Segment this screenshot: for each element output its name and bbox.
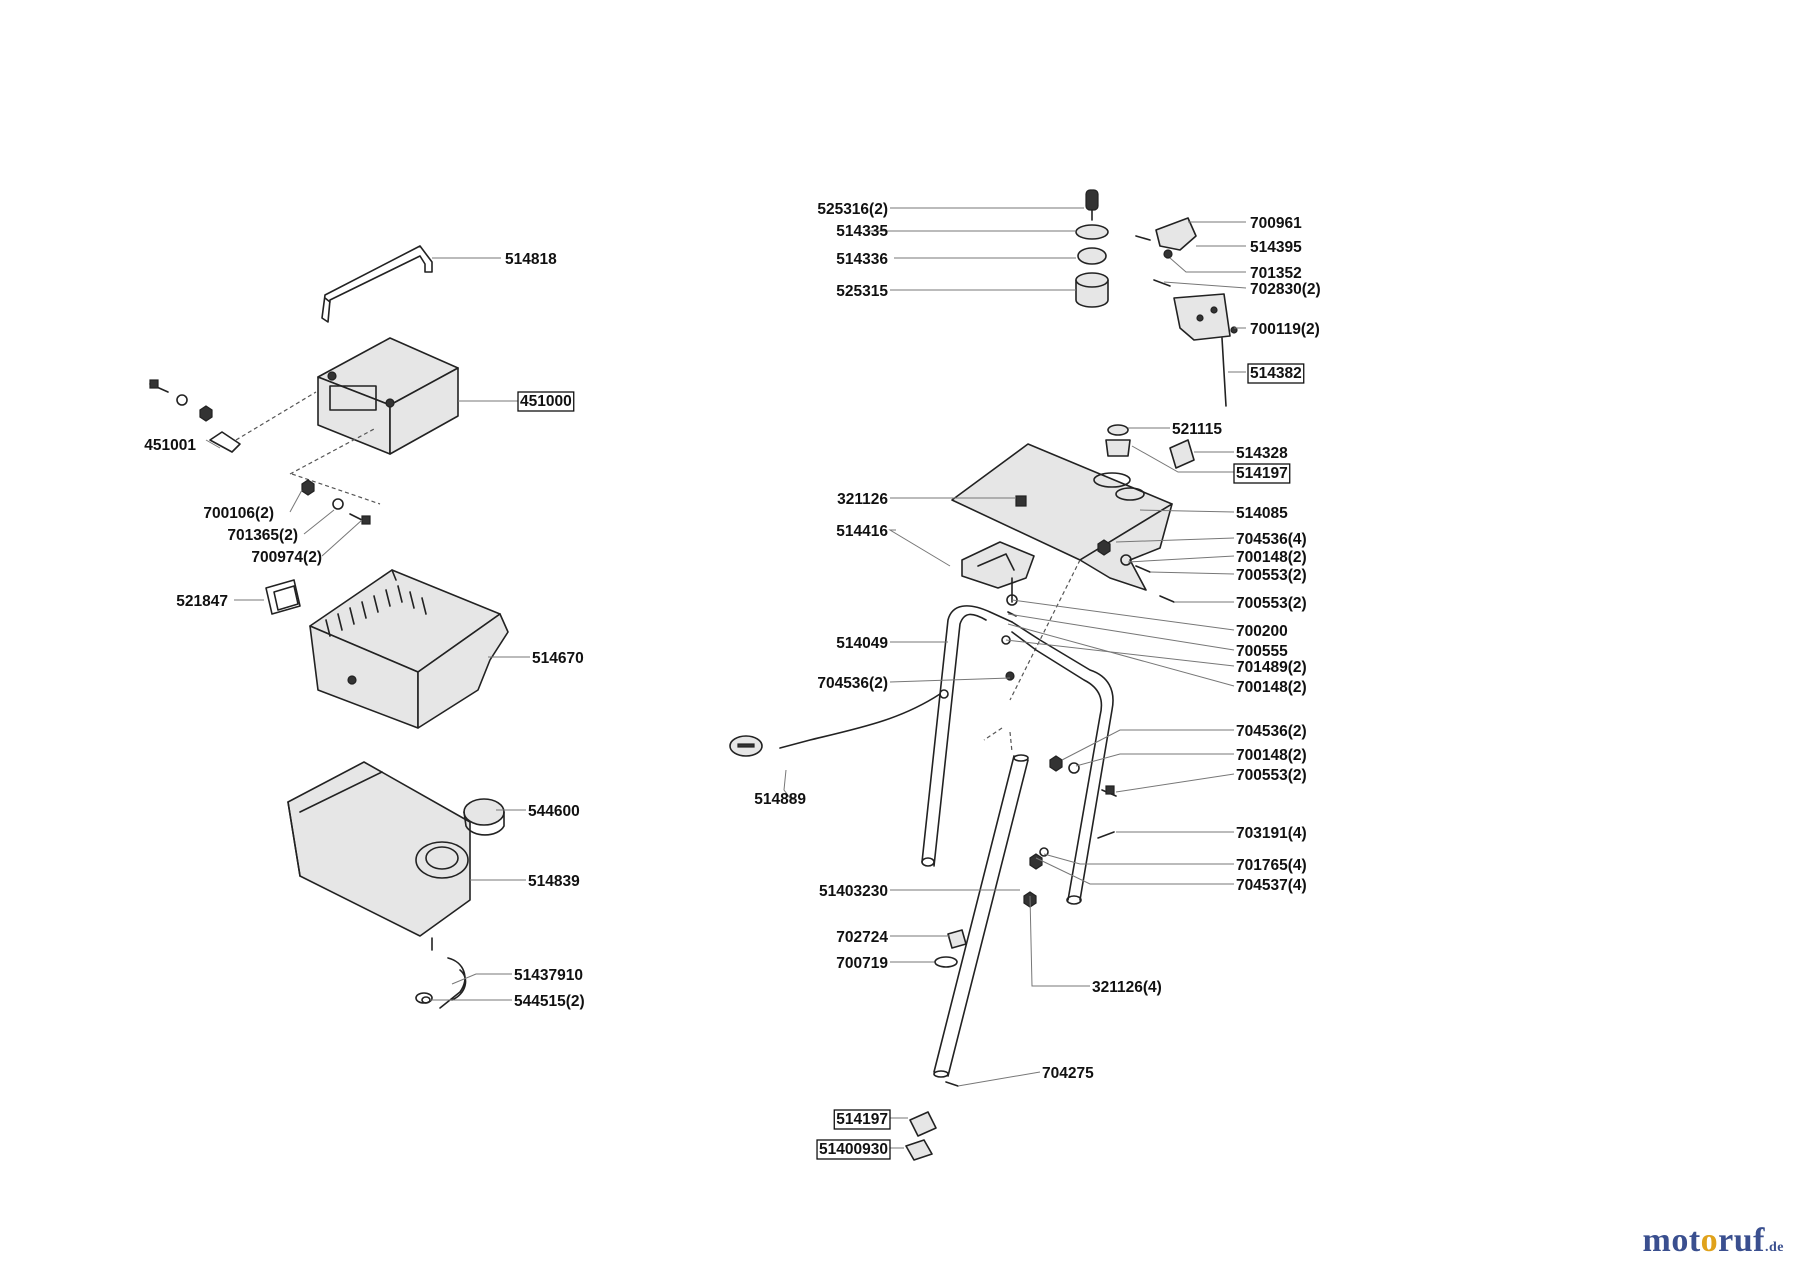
part-label: 700719 <box>836 955 888 972</box>
fuel-tank-drawing <box>287 761 471 937</box>
part-label: 514818 <box>505 251 557 268</box>
battery-bolts-drawing <box>301 479 371 525</box>
part-label: 514839 <box>528 873 580 890</box>
part-label: 321126(4) <box>1092 979 1162 996</box>
left-leader-lines <box>205 257 530 1001</box>
part-label: 702724 <box>836 929 888 946</box>
part-label: 700961 <box>1250 215 1302 232</box>
part-label-box <box>833 1109 891 1130</box>
part-label-box <box>1247 363 1305 384</box>
part-label: 700200 <box>1236 623 1288 640</box>
part-label-box <box>1233 463 1291 484</box>
part-label: 514197 <box>836 1111 888 1128</box>
part-label: 514049 <box>836 635 888 652</box>
battery-strap-drawing <box>321 245 433 323</box>
part-label: 700553(2) <box>1236 595 1307 612</box>
cable-bracket-drawing <box>961 541 1035 589</box>
watermark-part1: mot <box>1642 1222 1701 1259</box>
battery-tray-drawing <box>309 569 509 729</box>
part-label: 700119(2) <box>1250 321 1320 338</box>
part-label: 701765(4) <box>1236 857 1307 874</box>
part-label: 451001 <box>144 437 196 454</box>
part-label: 700148(2) <box>1236 549 1307 566</box>
part-number-labels: 514818 451000 451001 700106(2) 701365(2) 7009… <box>144 201 1321 1160</box>
part-label: 51400930 <box>819 1141 888 1158</box>
part-label: 514670 <box>532 650 584 667</box>
part-label: 700553(2) <box>1236 567 1307 584</box>
part-label: 704536(2) <box>1236 723 1307 740</box>
part-label: 51437910 <box>514 967 583 984</box>
part-label: 700555 <box>1236 643 1288 660</box>
right-leader-lines <box>783 207 1247 1149</box>
part-label-box <box>517 391 575 412</box>
battery-clip-drawing <box>265 579 301 615</box>
part-label: 701352 <box>1250 265 1302 282</box>
part-label: 514395 <box>1250 239 1302 256</box>
part-label: 514889 <box>754 791 806 808</box>
part-label: 701489(2) <box>1236 659 1307 676</box>
watermark-tld: .de <box>1765 1240 1784 1255</box>
part-label: 700148(2) <box>1236 679 1307 696</box>
part-label: 544600 <box>528 803 580 820</box>
part-label: 700148(2) <box>1236 747 1307 764</box>
part-label: 704537(4) <box>1236 877 1307 894</box>
part-label: 521847 <box>176 593 228 610</box>
part-label: 514416 <box>836 523 888 540</box>
part-label: 514335 <box>836 223 888 240</box>
part-label: 525316(2) <box>817 201 888 218</box>
part-label: 451000 <box>520 393 572 410</box>
rod-hardware-drawing <box>905 929 967 1161</box>
throttle-lever-drawing <box>1135 217 1238 407</box>
part-label: 704275 <box>1042 1065 1094 1082</box>
part-label: 704536(4) <box>1236 531 1307 548</box>
part-label: 702830(2) <box>1250 281 1321 298</box>
part-label: 525315 <box>836 283 888 300</box>
control-panel-drawing <box>951 424 1195 591</box>
part-label: 700974(2) <box>251 549 322 566</box>
part-label: 544515(2) <box>514 993 585 1010</box>
part-label: 700106(2) <box>203 505 274 522</box>
part-label: 514085 <box>1236 505 1288 522</box>
part-label: 51403230 <box>819 883 888 900</box>
fuel-hose-drawing <box>415 937 467 1009</box>
part-label: 704536(2) <box>817 675 888 692</box>
part-label: 521115 <box>1172 421 1222 438</box>
part-label: 514382 <box>1250 365 1302 382</box>
part-label: 703191(4) <box>1236 825 1307 842</box>
watermark-part2: o <box>1700 1222 1719 1259</box>
watermark-part3: ruf <box>1718 1222 1765 1259</box>
part-label: 700553(2) <box>1236 767 1307 784</box>
chute-rod-drawing <box>933 727 1029 1078</box>
part-label: 701365(2) <box>227 527 298 544</box>
terminal-hardware-drawing <box>149 379 381 505</box>
part-label: 321126 <box>837 491 888 508</box>
part-label: 514336 <box>836 251 888 268</box>
cable-drawing <box>729 689 949 757</box>
fuel-cap-drawing <box>463 798 505 836</box>
motoruf-watermark: motoruf.de <box>1643 1222 1784 1260</box>
part-label-box <box>816 1139 891 1160</box>
handlebar-frame-drawing <box>921 605 1114 905</box>
ignition-switch-drawing <box>1075 189 1109 308</box>
battery-drawing <box>317 337 459 455</box>
part-label: 514197 <box>1236 465 1288 482</box>
part-label: 514328 <box>1236 445 1288 462</box>
